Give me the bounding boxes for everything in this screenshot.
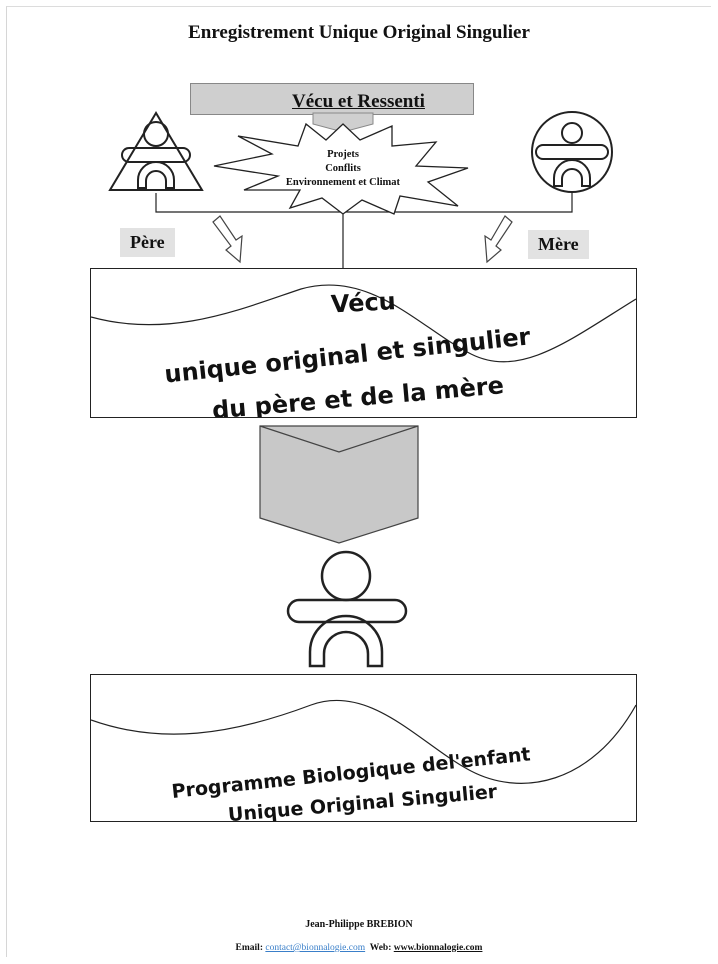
box1-line-1: Vécu <box>330 287 396 318</box>
starburst-shape <box>213 122 469 215</box>
child-figure-icon <box>286 550 408 668</box>
parents-experience-box: Vécu unique original et singulier du pèr… <box>90 268 637 425</box>
contact-line: Email: contact@bionnalogie.com Web: www.… <box>0 943 718 953</box>
email-link[interactable]: contact@bionnalogie.com <box>265 943 366 953</box>
burst-line-projets: Projets <box>327 149 359 160</box>
child-program-graphic: Programme Biologique del'enfant Unique O… <box>90 699 637 826</box>
wave-line-2 <box>90 699 637 784</box>
burst-line-conflits: Conflits <box>325 163 361 174</box>
top-bar-label: Vécu et Ressenti <box>292 91 425 112</box>
diagram-title: Enregistrement Unique Original Singulier <box>188 22 530 43</box>
author-name: Jean-Philippe BREBION <box>305 919 413 930</box>
parents-experience-graphic: Vécu unique original et singulier du pèr… <box>90 284 637 425</box>
top-bar-down-arrow <box>312 112 374 133</box>
child-program-box: Programme Biologique del'enfant Unique O… <box>90 674 637 826</box>
mother-figure-icon <box>531 111 613 193</box>
page-frame <box>6 6 711 957</box>
wave-line-1 <box>90 284 637 363</box>
father-figure-icon <box>108 111 204 191</box>
web-label: Web: <box>369 943 392 953</box>
email-label: Email: <box>235 943 263 953</box>
mother-arrow-icon <box>484 215 513 264</box>
burst-text: Projets Conflits Environnement et Climat <box>258 148 428 190</box>
top-bar-shape <box>190 83 474 115</box>
mother-label: Mère <box>528 230 589 259</box>
father-arrow-icon <box>212 215 243 264</box>
father-label: Père <box>120 228 175 257</box>
burst-line-environnement: Environnement et Climat <box>285 177 401 188</box>
chevron-notch <box>259 425 419 453</box>
web-link[interactable]: www.bionnalogie.com <box>393 943 483 953</box>
down-chevron-arrow-icon <box>259 425 419 544</box>
parents-connector-line <box>155 193 573 213</box>
